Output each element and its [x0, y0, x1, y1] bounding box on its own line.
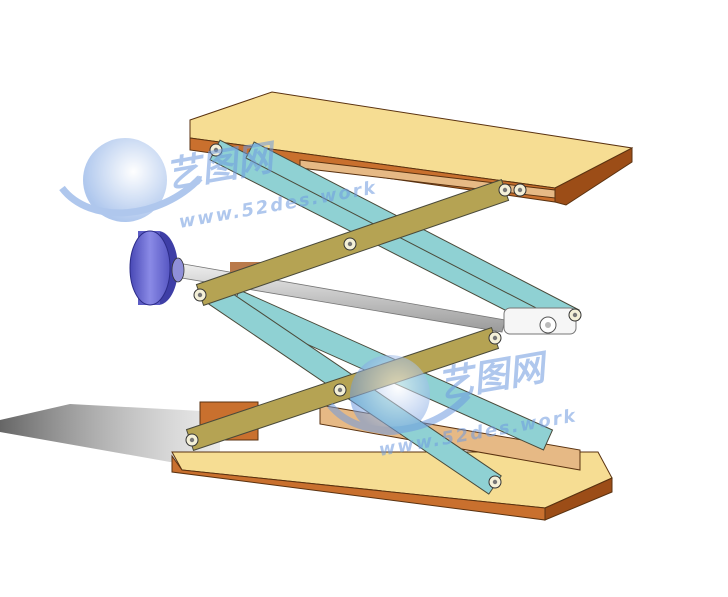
pivot-pin-center — [197, 292, 203, 298]
pivot-pin-center — [492, 335, 498, 341]
pivot-pins — [185, 143, 582, 489]
pivot-pin-center — [517, 187, 523, 193]
handwheel-icon[interactable] — [129, 230, 185, 306]
pivot-pin-center — [492, 479, 498, 485]
slider-block — [503, 307, 577, 335]
pivot-pin-center — [347, 241, 353, 247]
pivot-pin-center — [213, 147, 219, 153]
pivot-pin-center — [189, 437, 195, 443]
globe-logo-icon — [350, 355, 430, 435]
pivot-pin-center — [502, 187, 508, 193]
pivot-pin-center — [337, 387, 343, 393]
watermark-1-logo-text: 艺图网 — [162, 137, 280, 197]
globe-logo-icon — [83, 138, 167, 222]
pivot-pin-center — [572, 312, 578, 318]
top-platform-right — [554, 147, 633, 206]
ground-shadow — [0, 404, 220, 462]
top-platform — [189, 91, 634, 206]
